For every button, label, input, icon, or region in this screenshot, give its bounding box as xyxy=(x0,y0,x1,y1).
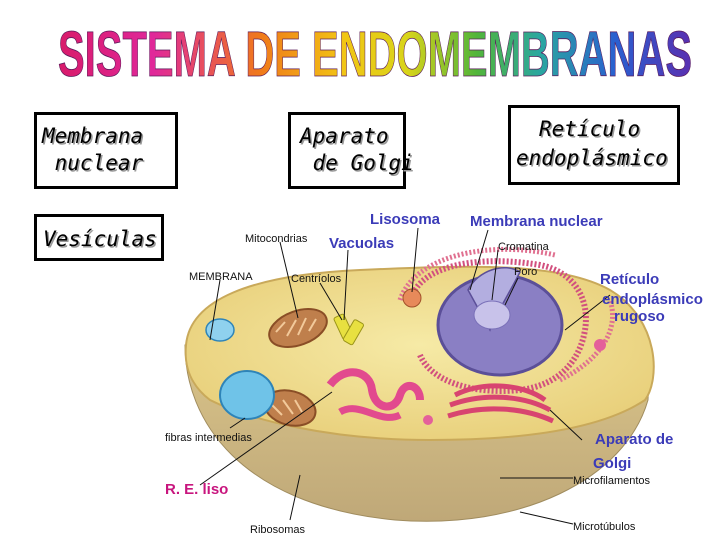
label-vacuolas: Vacuolas xyxy=(329,235,394,252)
label-reticulo-rugoso-1: Retículo xyxy=(600,271,659,288)
vesicle xyxy=(594,339,606,351)
label-membrana: MEMBRANA xyxy=(189,271,253,283)
label-reticulo-rugoso-2: endoplásmico xyxy=(602,291,703,308)
label-re-liso: R. E. liso xyxy=(165,481,228,498)
label-fibras: fibras intermedias xyxy=(165,432,252,444)
label-centriolos: Centríolos xyxy=(291,273,342,285)
label-ribosomas: Ribosomas xyxy=(250,524,306,536)
label-poro: Poro xyxy=(514,266,537,278)
label-microtubulos: Microtúbulos xyxy=(573,521,636,533)
vacuole xyxy=(220,371,274,419)
label-mitocondrias: Mitocondrias xyxy=(245,233,308,245)
label-aparato-golgi-2: Golgi xyxy=(593,455,631,472)
label-lisosoma: Lisosoma xyxy=(370,211,441,228)
vesicle xyxy=(423,415,433,425)
label-aparato-golgi-1: Aparato de xyxy=(595,431,673,448)
label-microfilamentos: Microfilamentos xyxy=(573,475,651,487)
nucleolus xyxy=(474,301,510,329)
label-cromatina: Cromatina xyxy=(498,241,550,253)
label-membrana-nuclear: Membrana nuclear xyxy=(470,213,603,230)
label-reticulo-rugoso-3: rugoso xyxy=(614,308,665,325)
